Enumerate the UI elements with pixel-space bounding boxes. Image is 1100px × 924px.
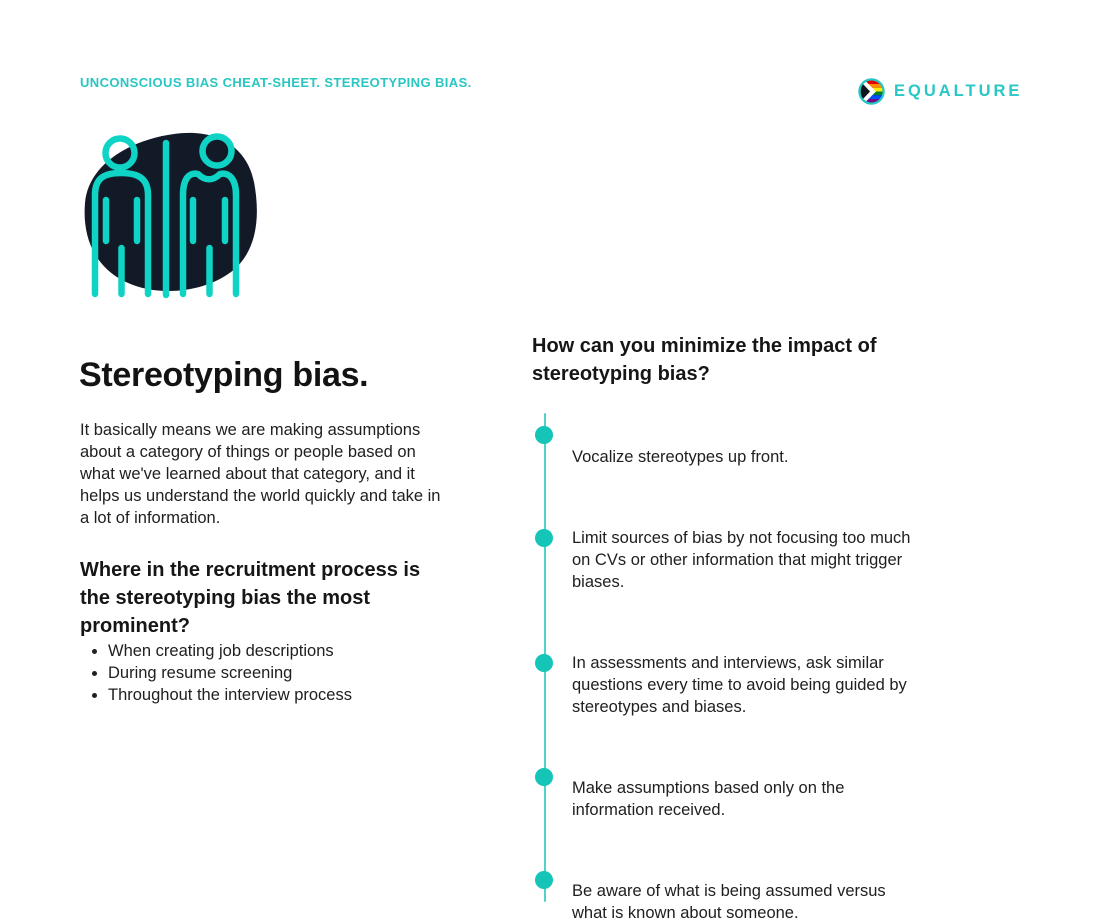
tip-text: Vocalize stereotypes up front. — [572, 448, 789, 466]
bias-description: It basically means we are making assumpt… — [80, 420, 441, 527]
eyebrow-label: UNCONSCIOUS BIAS CHEAT-SHEET. STEREOTYPI… — [80, 75, 472, 90]
left-person-body — [91, 169, 152, 298]
timeline-dot-icon — [535, 426, 553, 444]
list-item: Be aware of what is being assumed versus… — [535, 836, 977, 924]
two-people-illustration — [84, 132, 257, 299]
minimize-heading: How can you minimize the impact of stere… — [532, 335, 877, 385]
equalture-logo-icon — [858, 78, 885, 105]
bullet-text: When creating job descriptions — [108, 642, 334, 660]
tip-text: Be aware of what is being assumed versus… — [572, 882, 886, 922]
tip-text: Make assumptions based only on the infor… — [572, 779, 845, 819]
list-item: Throughout the interview process — [108, 684, 528, 706]
list-item: During resume screening — [108, 662, 528, 684]
list-item: When creating job descriptions — [108, 640, 528, 662]
right-person-head — [199, 133, 235, 169]
tips-timeline: Vocalize stereotypes up front. Limit sou… — [532, 402, 977, 924]
recruitment-bullet-list: When creating job descriptions During re… — [80, 640, 528, 706]
list-item: Limit sources of bias by not focusing to… — [535, 483, 977, 593]
bullet-text: Throughout the interview process — [108, 686, 352, 704]
list-item: Vocalize stereotypes up front. — [535, 402, 977, 468]
bullet-text: During resume screening — [108, 664, 293, 682]
timeline-dot-icon — [535, 654, 553, 672]
tips-column: How can you minimize the impact of stere… — [532, 332, 977, 924]
tip-text: Limit sources of bias by not focusing to… — [572, 529, 911, 591]
timeline-dot-icon — [535, 871, 553, 889]
timeline-dot-icon — [535, 529, 553, 547]
cheat-sheet-page: UNCONSCIOUS BIAS CHEAT-SHEET. STEREOTYPI… — [0, 0, 1100, 800]
equalture-logo-wordmark: EQUALTURE — [894, 82, 1023, 100]
page-title: Stereotyping bias. — [79, 355, 369, 394]
equalture-logo: EQUALTURE — [858, 78, 1022, 105]
left-person-head — [102, 135, 138, 171]
list-item: Make assumptions based only on the infor… — [535, 733, 977, 821]
tip-text: In assessments and interviews, ask simil… — [572, 654, 907, 716]
list-item: In assessments and interviews, ask simil… — [535, 608, 977, 718]
timeline-dot-icon — [535, 768, 553, 786]
recruitment-subheading: Where in the recruitment process is the … — [80, 558, 421, 637]
right-person-body — [179, 170, 240, 298]
